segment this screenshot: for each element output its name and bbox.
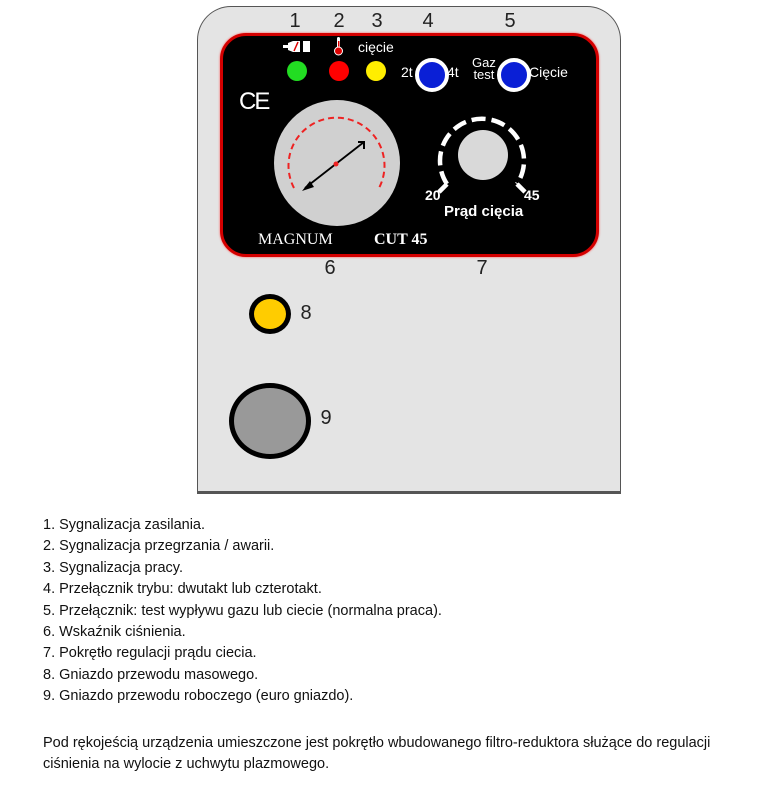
knob-max-label: 45 xyxy=(524,187,540,203)
current-knob-scale xyxy=(437,116,527,194)
callout-4: 4 xyxy=(422,10,434,32)
ground-socket[interactable] xyxy=(249,294,291,334)
legend-item: 6. Wskaźnik ciśnienia. xyxy=(43,624,186,641)
legend-list: 1. Sygnalizacja zasilania. 2. Sygnalizac… xyxy=(43,515,442,708)
euro-socket[interactable] xyxy=(229,383,311,459)
legend-item: 3. Sygnalizacja pracy. xyxy=(43,559,183,576)
callout-5: 5 xyxy=(504,10,516,32)
switch4-label-2t: 2t xyxy=(401,64,413,80)
knob-label: Prąd cięcia xyxy=(444,203,524,220)
legend-item: 2. Sygnalizacja przegrzania / awarii. xyxy=(43,538,275,555)
note-paragraph: Pod rękojeścią urządzenia umieszczone je… xyxy=(43,735,711,772)
power-led xyxy=(287,61,307,81)
work-led xyxy=(366,61,386,81)
legend-item: 1. Sygnalizacja zasilania. xyxy=(43,517,206,533)
gas-label: Gaz xyxy=(472,55,496,70)
plug-icon xyxy=(283,41,310,52)
brand-label: MAGNUM xyxy=(258,231,333,248)
current-knob[interactable] xyxy=(458,130,508,180)
mode-switch-2t-4t[interactable] xyxy=(415,58,449,92)
model-label: CUT 45 xyxy=(374,231,428,248)
gas-test-cut-switch[interactable] xyxy=(497,58,531,92)
legend-item: 8. Gniazdo przewodu masowego. xyxy=(43,666,259,683)
legend-item: 4. Przełącznik trybu: dwutakt lub cztero… xyxy=(43,581,322,598)
callout-1: 1 xyxy=(289,10,301,32)
callout-3: 3 xyxy=(371,10,383,32)
callout-8: 8 xyxy=(300,302,312,324)
overheat-led xyxy=(329,61,349,81)
callout-2: 2 xyxy=(333,10,345,32)
led-label-cutting: cięcie xyxy=(358,39,394,55)
ce-mark: CE xyxy=(239,88,270,115)
legend-item: 9. Gniazdo przewodu roboczego (euro gnia… xyxy=(43,688,354,705)
switch4-label-4t: 4t xyxy=(447,64,459,80)
legend-item: 7. Pokrętło regulacji prądu ciecia. xyxy=(43,645,257,662)
switch5-label-cut: Cięcie xyxy=(529,64,568,80)
pressure-gauge-icon xyxy=(274,100,400,226)
test-label: test xyxy=(473,67,495,82)
legend-item: 5. Przełącznik: test wypływu gazu lub ci… xyxy=(43,602,442,619)
callout-7: 7 xyxy=(476,257,488,279)
thermometer-icon xyxy=(334,37,343,56)
callout-9: 9 xyxy=(320,407,332,429)
knob-min-label: 20 xyxy=(425,187,441,203)
callout-6: 6 xyxy=(324,257,336,279)
